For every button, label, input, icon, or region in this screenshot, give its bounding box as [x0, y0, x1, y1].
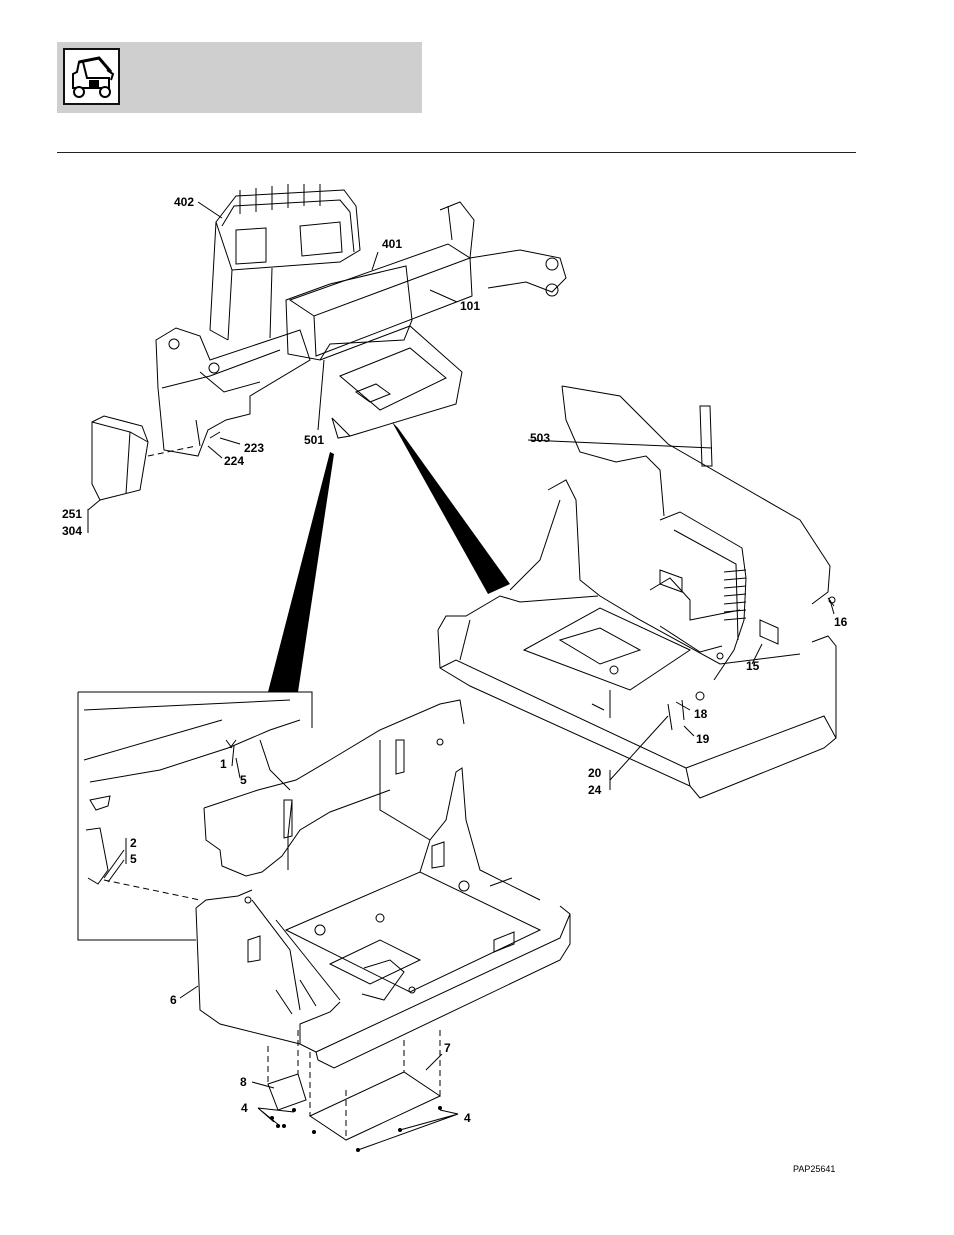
- callout-101: 101: [460, 299, 480, 313]
- detail-pointer-2: [392, 422, 510, 594]
- callout-8: 8: [240, 1075, 247, 1089]
- callout-501: 501: [304, 433, 324, 447]
- callout-16: 16: [834, 615, 848, 629]
- callout-223: 223: [244, 441, 264, 455]
- bottom-plates: [268, 1030, 440, 1140]
- enlarged-detail-box: [78, 692, 312, 940]
- callout-labels: 402 401 101 501 223 224 251 304 503 16 1…: [62, 195, 848, 1174]
- callout-2: 2: [130, 836, 137, 850]
- callout-15: 15: [746, 659, 760, 673]
- callout-5-lower: 5: [130, 852, 137, 866]
- callout-18: 18: [694, 707, 708, 721]
- callout-402: 402: [174, 195, 194, 209]
- right-frame-detail: [438, 386, 836, 798]
- callout-7: 7: [444, 1041, 451, 1055]
- callout-503: 503: [530, 431, 550, 445]
- callout-24: 24: [588, 783, 602, 797]
- callout-5-upper: 5: [240, 773, 247, 787]
- lower-main-frame: [196, 700, 570, 1068]
- callout-6: 6: [170, 993, 177, 1007]
- callout-20: 20: [588, 766, 602, 780]
- callout-224: 224: [224, 454, 244, 468]
- callout-19: 19: [696, 732, 710, 746]
- callout-251: 251: [62, 507, 82, 521]
- callout-401: 401: [382, 237, 402, 251]
- callout-4-left: 4: [241, 1101, 248, 1115]
- callout-4-right: 4: [464, 1111, 471, 1125]
- detail-pointer-1: [268, 452, 334, 692]
- figure-reference-code: PAP25641: [793, 1164, 835, 1174]
- callout-304: 304: [62, 524, 82, 538]
- callout-1: 1: [220, 757, 227, 771]
